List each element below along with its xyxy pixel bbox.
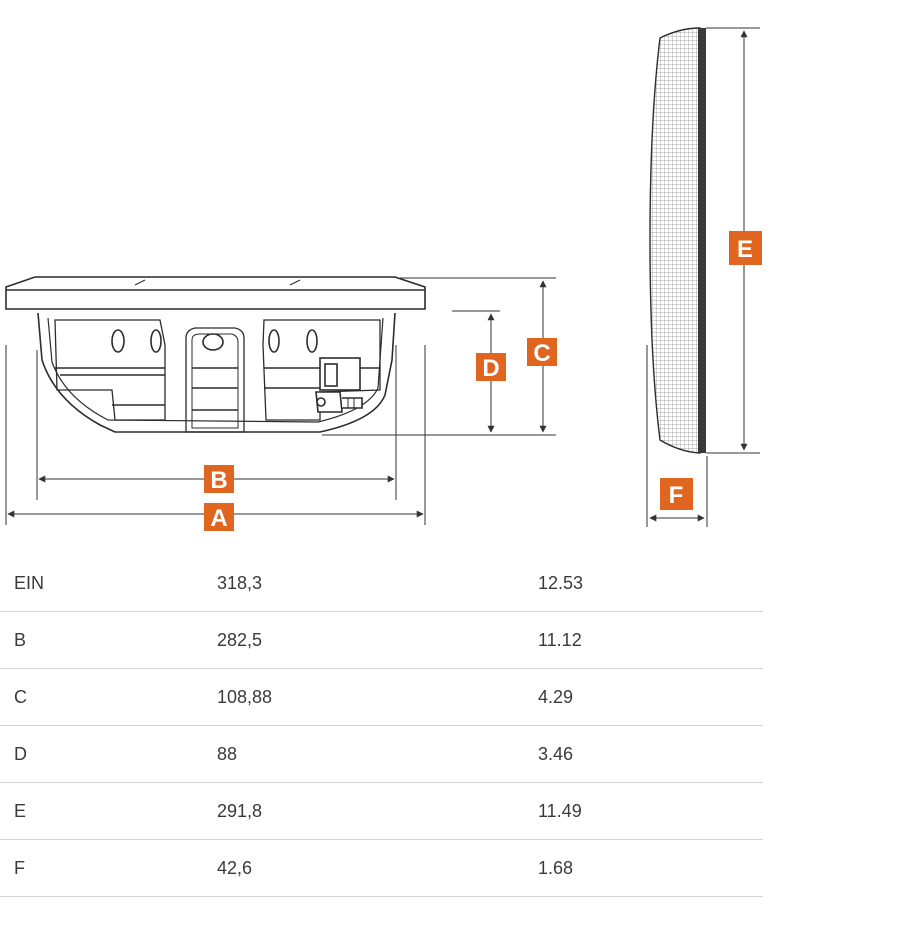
label-tag-d: D bbox=[476, 353, 506, 382]
speaker-dimension-drawing: A B C D E F bbox=[5, 27, 762, 532]
dimension-label: D bbox=[0, 725, 203, 783]
label-tag-b-text: B bbox=[210, 467, 227, 494]
dimension-label: C bbox=[0, 668, 203, 726]
label-tag-d-box bbox=[476, 353, 506, 381]
label-tag-a: A bbox=[204, 503, 234, 532]
label-tag-b-box bbox=[204, 465, 234, 493]
dimension-label: F bbox=[0, 839, 203, 897]
table-row: D 88 3.46 bbox=[0, 725, 763, 783]
dimension-mm: 282,5 bbox=[203, 611, 524, 669]
dimension-inches: 12.53 bbox=[524, 555, 763, 612]
label-tag-e: E bbox=[729, 231, 762, 265]
label-tag-e-box bbox=[729, 231, 762, 265]
dimension-mm: 88 bbox=[203, 725, 524, 783]
label-tag-a-text: A bbox=[210, 505, 227, 532]
table-row: B 282,5 11.12 bbox=[0, 611, 763, 669]
table-row: C 108,88 4.29 bbox=[0, 668, 763, 726]
dimension-table: EIN 318,3 12.53 B 282,5 11.12 C 108,88 4… bbox=[0, 555, 763, 897]
label-tag-f: F bbox=[660, 478, 693, 510]
dimension-inches: 4.29 bbox=[524, 668, 763, 726]
dimension-inches: 11.49 bbox=[524, 782, 763, 840]
dimension-inches: 3.46 bbox=[524, 725, 763, 783]
label-tag-f-text: F bbox=[669, 482, 684, 509]
dimension-mm: 318,3 bbox=[203, 555, 524, 612]
dimension-mm: 42,6 bbox=[203, 839, 524, 897]
label-tag-c-text: C bbox=[533, 340, 550, 367]
dimension-label: E bbox=[0, 782, 203, 840]
dimension-label: B bbox=[0, 611, 203, 669]
label-tag-c-box bbox=[527, 338, 557, 366]
dimension-mm: 108,88 bbox=[203, 668, 524, 726]
label-tag-b: B bbox=[204, 465, 234, 494]
dimension-mm: 291,8 bbox=[203, 782, 524, 840]
table-row: EIN 318,3 12.53 bbox=[0, 555, 763, 612]
speaker-depth-view bbox=[649, 27, 706, 454]
label-tag-c: C bbox=[527, 338, 557, 367]
dimension-label: EIN bbox=[0, 555, 203, 612]
label-tag-d-text: D bbox=[482, 355, 499, 382]
label-tag-f-box bbox=[660, 478, 693, 510]
label-tag-a-box bbox=[204, 503, 234, 531]
table-row: F 42,6 1.68 bbox=[0, 839, 763, 897]
table-row: E 291,8 11.49 bbox=[0, 782, 763, 840]
speaker-side-view bbox=[5, 276, 426, 433]
label-tag-e-text: E bbox=[737, 236, 753, 263]
dimension-inches: 1.68 bbox=[524, 839, 763, 897]
dimension-inches: 11.12 bbox=[524, 611, 763, 669]
